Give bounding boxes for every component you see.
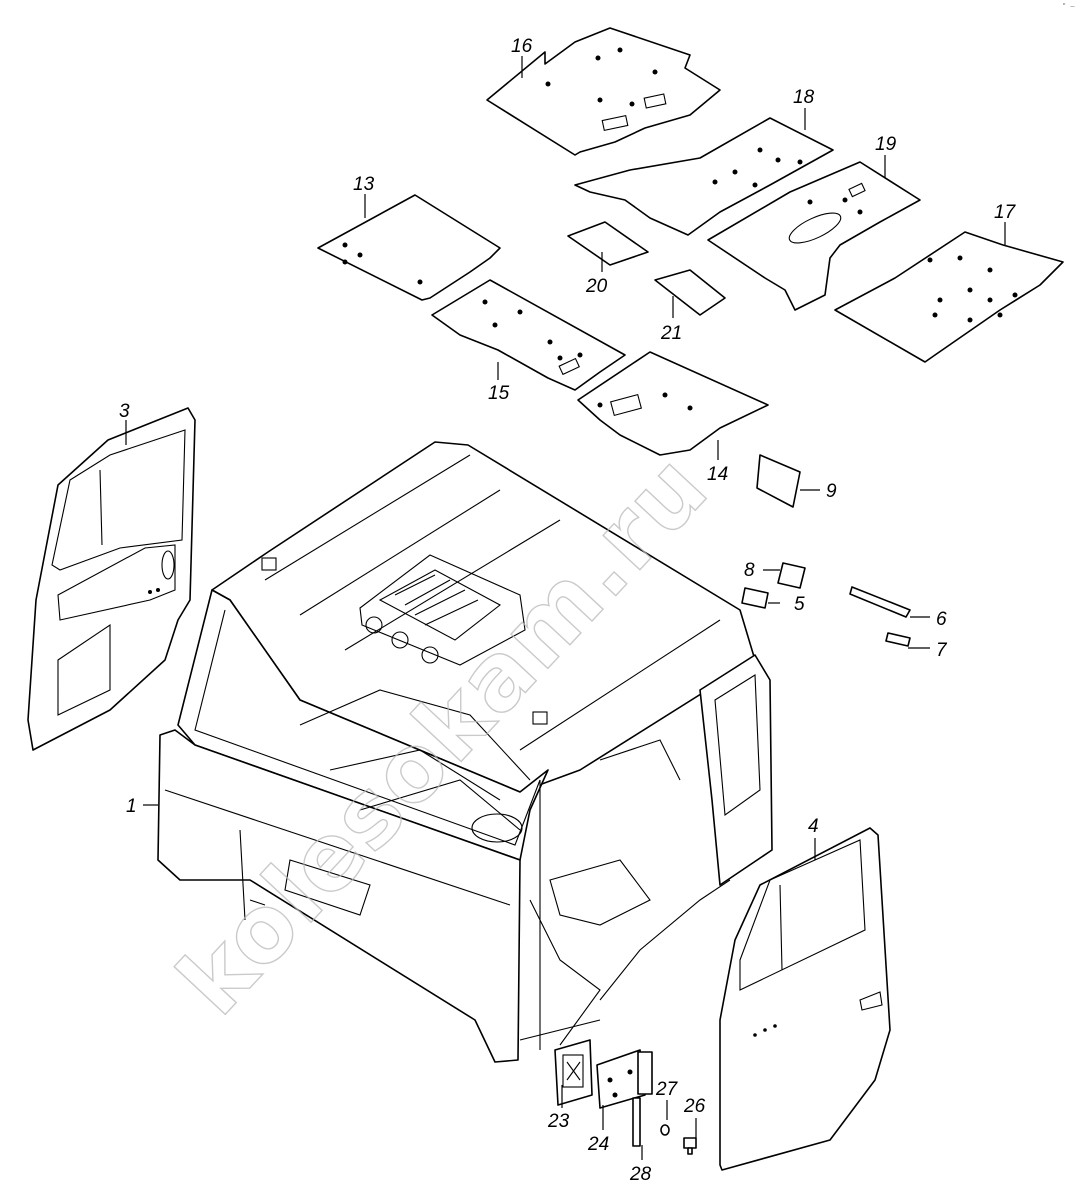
- callout-9: 9: [826, 481, 837, 502]
- part-23-hinge-plate: [554, 1039, 593, 1106]
- part-21-pad: [654, 269, 726, 316]
- part-27-nut: [660, 1124, 670, 1136]
- callout-5: 5: [794, 594, 805, 615]
- callout-17: 17: [994, 202, 1017, 223]
- part-1-cab-body: [157, 441, 773, 1063]
- callout-18: 18: [793, 87, 815, 108]
- callout-21: 21: [660, 323, 682, 344]
- callout-7: 7: [936, 640, 948, 661]
- part-3-left-door: [27, 407, 196, 751]
- callout-14: 14: [707, 464, 728, 485]
- callout-13: 13: [353, 174, 375, 195]
- part-9-plate: [756, 454, 801, 508]
- part-7-strip: [885, 632, 911, 647]
- callout-23: 23: [547, 1111, 570, 1132]
- corner-mark: " —: [1062, 2, 1075, 10]
- part-24-hinge: [596, 1049, 653, 1109]
- callout-20: 20: [585, 276, 608, 297]
- callout-6: 6: [936, 609, 947, 630]
- part-6-strip: [849, 586, 911, 618]
- callout-19: 19: [875, 134, 897, 155]
- callout-3: 3: [119, 401, 130, 422]
- part-13-mat: [317, 194, 501, 301]
- part-15-mat: [431, 279, 626, 391]
- callout-28: 28: [629, 1164, 652, 1185]
- part-16-mat: [486, 27, 721, 156]
- part-5-plate: [741, 587, 769, 609]
- leader-lines: [125, 56, 1006, 1160]
- callout-26: 26: [683, 1096, 706, 1117]
- callout-16: 16: [511, 36, 533, 57]
- part-28-pin: [632, 1097, 641, 1147]
- callout-1: 1: [126, 796, 137, 817]
- part-4-right-door: [719, 827, 891, 1171]
- callout-27: 27: [655, 1079, 679, 1100]
- part-14-mat: [577, 351, 769, 456]
- part-19-mat: [707, 161, 921, 311]
- part-20-pad: [567, 221, 649, 266]
- callout-24: 24: [587, 1134, 609, 1155]
- callout-8: 8: [744, 560, 755, 581]
- callout-4: 4: [808, 816, 819, 837]
- part-26-bolt: [683, 1137, 697, 1155]
- callout-15: 15: [488, 383, 510, 404]
- part-8-plate: [777, 562, 806, 589]
- part-18-mat: [574, 117, 834, 236]
- part-17-mat: [834, 231, 1064, 363]
